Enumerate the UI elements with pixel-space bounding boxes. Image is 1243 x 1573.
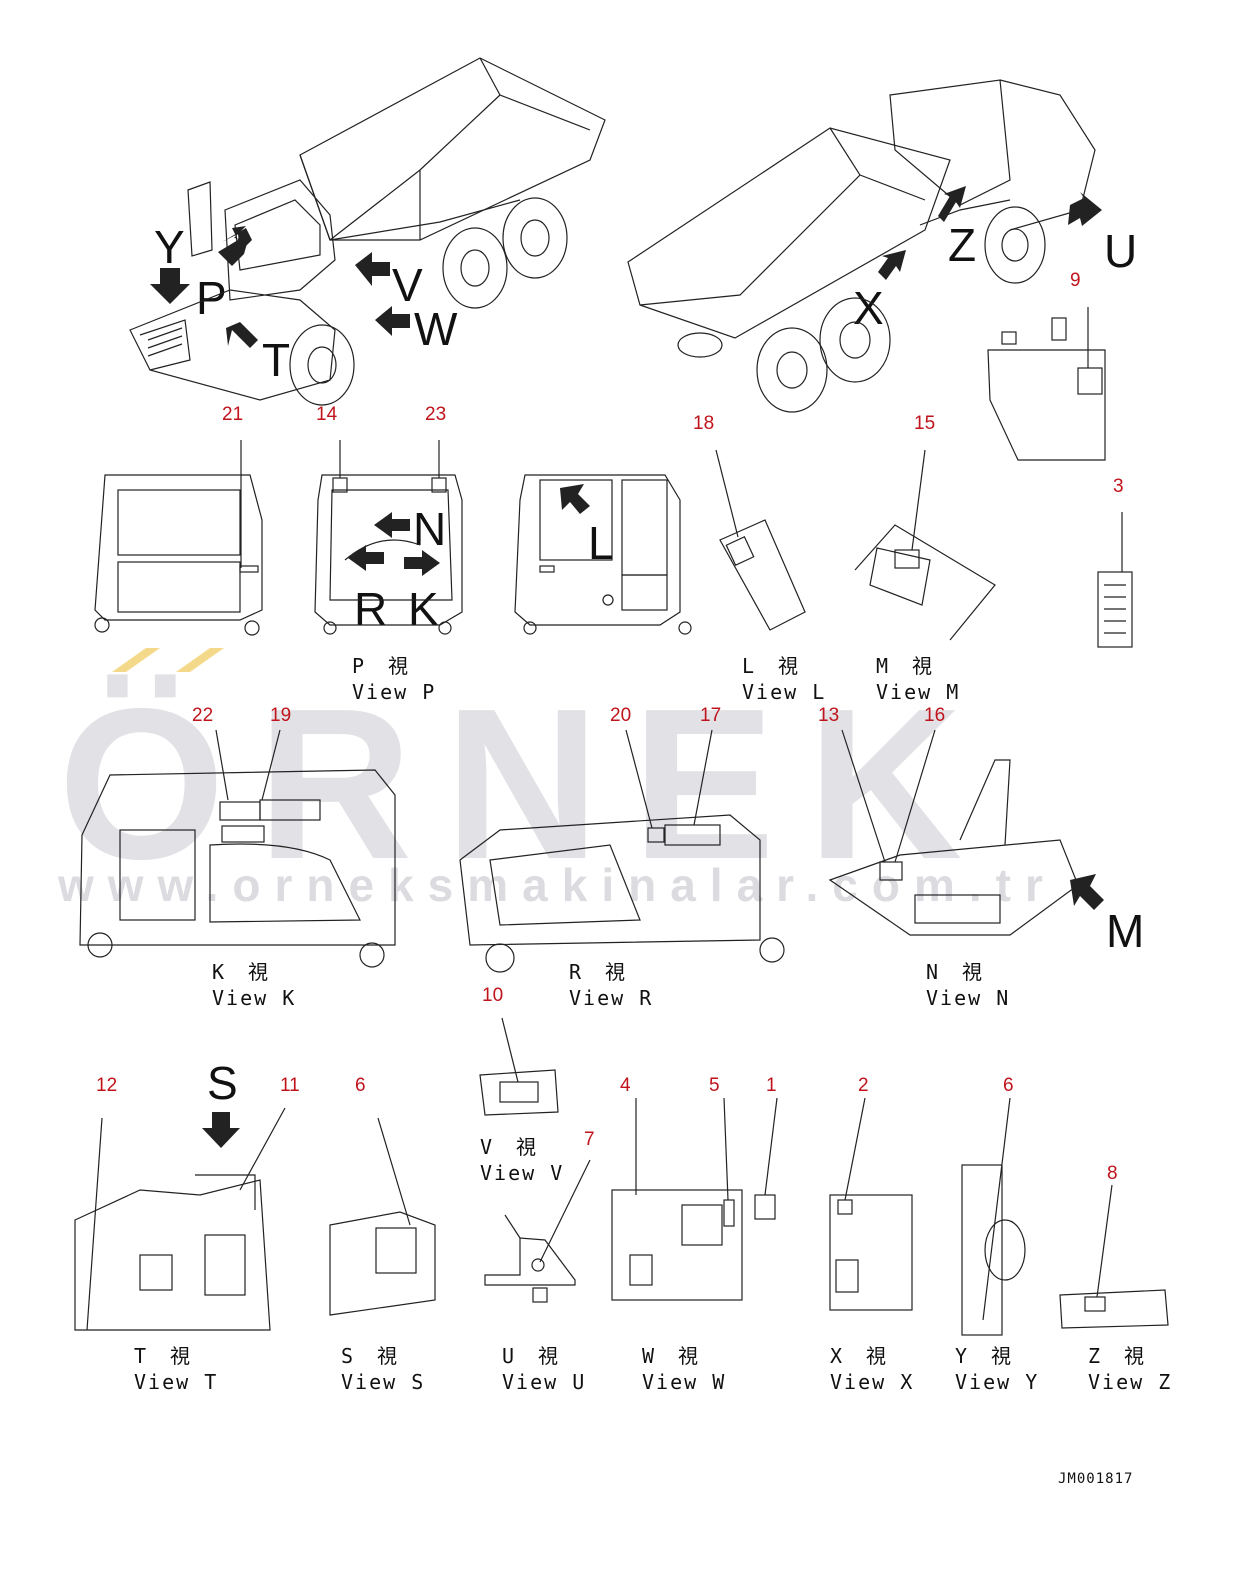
view-letter-u: U bbox=[1104, 225, 1138, 277]
callout-11: 11 bbox=[280, 1075, 300, 1096]
view-m-caption: View M bbox=[876, 680, 961, 704]
label-9-reservoir bbox=[987, 307, 1106, 461]
view-r-caption-jp: R 視 bbox=[569, 960, 628, 984]
view-letter-v: V bbox=[392, 259, 423, 311]
callout-6-view-y: 6 bbox=[1003, 1075, 1014, 1096]
view-u-drawing bbox=[484, 1159, 591, 1303]
callout-14: 14 bbox=[316, 404, 338, 425]
view-n-drawing bbox=[828, 729, 1079, 936]
callout-15: 15 bbox=[914, 413, 936, 434]
callout-13: 13 bbox=[818, 705, 840, 726]
view-arrows-cab-p bbox=[348, 512, 440, 576]
view-letter-k: K bbox=[408, 583, 439, 635]
view-letter-w: W bbox=[414, 303, 458, 355]
truck-left-drawing bbox=[129, 57, 606, 406]
callout-8: 8 bbox=[1107, 1163, 1118, 1184]
view-v-drawing bbox=[479, 1017, 559, 1116]
view-r-caption: View R bbox=[569, 986, 654, 1010]
view-n-caption-jp: N 視 bbox=[926, 960, 985, 984]
view-m-caption-jp: M 視 bbox=[876, 654, 935, 678]
view-x-caption: View X bbox=[830, 1370, 915, 1394]
view-m-drawing bbox=[854, 449, 996, 641]
view-w-caption-jp: W 視 bbox=[642, 1344, 701, 1368]
view-u-caption-jp: U 視 bbox=[502, 1344, 561, 1368]
cab-view-k bbox=[79, 729, 396, 968]
view-letter-t: T bbox=[262, 334, 291, 386]
view-u-caption: View U bbox=[502, 1370, 587, 1394]
cab-view-p bbox=[314, 440, 463, 635]
callout-1: 1 bbox=[766, 1075, 777, 1096]
view-arrows-truck-right bbox=[878, 186, 1102, 280]
view-x-drawing bbox=[829, 1097, 913, 1311]
callout-17: 17 bbox=[700, 705, 722, 726]
view-k-caption: View K bbox=[212, 986, 297, 1010]
view-z-caption-jp: Z 視 bbox=[1088, 1344, 1147, 1368]
callout-19: 19 bbox=[270, 705, 292, 726]
view-n-caption: View N bbox=[926, 986, 1011, 1010]
document-code: JM001817 bbox=[1058, 1471, 1134, 1487]
callout-18: 18 bbox=[693, 413, 715, 434]
cab-view-l bbox=[514, 474, 692, 635]
view-v-caption: View V bbox=[480, 1161, 565, 1185]
cab-view-r bbox=[459, 729, 785, 973]
view-k-caption-jp: K 視 bbox=[212, 960, 271, 984]
truck-right-drawing bbox=[627, 79, 1096, 413]
callout-3: 3 bbox=[1113, 476, 1124, 497]
view-letter-l: L bbox=[588, 517, 614, 569]
view-letter-s: S bbox=[207, 1057, 238, 1109]
callout-6-view-s: 6 bbox=[355, 1075, 366, 1096]
label-18-sticker bbox=[715, 449, 806, 631]
view-x-caption-jp: X 視 bbox=[830, 1344, 889, 1368]
view-t-drawing bbox=[74, 1107, 286, 1331]
view-letter-r: R bbox=[354, 583, 388, 635]
callout-9: 9 bbox=[1070, 270, 1081, 291]
view-letter-z: Z bbox=[948, 219, 977, 271]
callout-21: 21 bbox=[222, 404, 244, 425]
view-arrows-truck-left bbox=[150, 226, 410, 348]
view-p-caption: View P bbox=[352, 680, 437, 704]
label-3-sticker bbox=[1097, 512, 1133, 648]
view-l-caption: View L bbox=[742, 680, 827, 704]
callout-23: 23 bbox=[425, 404, 447, 425]
view-z-caption: View Z bbox=[1088, 1370, 1173, 1394]
watermark-url: www.orneksmakinalar.com.tr bbox=[58, 859, 1057, 911]
view-v-caption-jp: V 視 bbox=[480, 1135, 539, 1159]
view-arrow-m bbox=[1070, 874, 1104, 910]
view-arrow-s bbox=[202, 1112, 240, 1148]
callout-2: 2 bbox=[858, 1075, 869, 1096]
view-t-caption-jp: T 視 bbox=[134, 1344, 193, 1368]
view-t-caption: View T bbox=[134, 1370, 219, 1394]
callout-5: 5 bbox=[709, 1075, 720, 1096]
callout-7: 7 bbox=[584, 1129, 595, 1150]
view-p-caption-jp: P 視 bbox=[352, 654, 411, 678]
callout-22: 22 bbox=[192, 705, 214, 726]
view-letter-x: X bbox=[853, 282, 884, 334]
watermark-logo: ÖRNEK bbox=[58, 663, 995, 904]
view-s-caption-jp: S 視 bbox=[341, 1344, 400, 1368]
callout-4: 4 bbox=[620, 1075, 631, 1096]
view-s-caption: View S bbox=[341, 1370, 426, 1394]
view-l-caption-jp: L 視 bbox=[742, 654, 801, 678]
view-y-caption-jp: Y 視 bbox=[955, 1344, 1014, 1368]
view-s-drawing bbox=[329, 1117, 436, 1316]
view-arrow-cab-l bbox=[560, 484, 590, 514]
view-w-caption: View W bbox=[642, 1370, 727, 1394]
callout-20: 20 bbox=[610, 705, 632, 726]
view-letter-y: Y bbox=[154, 221, 185, 273]
callout-10: 10 bbox=[482, 985, 504, 1006]
callout-16: 16 bbox=[924, 705, 946, 726]
cab-view-21 bbox=[94, 440, 263, 636]
view-w-drawing bbox=[611, 1097, 778, 1301]
view-y-caption: View Y bbox=[955, 1370, 1040, 1394]
callout-12: 12 bbox=[96, 1075, 118, 1096]
view-y-drawing bbox=[961, 1097, 1026, 1336]
view-z-drawing bbox=[1059, 1184, 1169, 1329]
view-letter-m: M bbox=[1106, 905, 1145, 957]
